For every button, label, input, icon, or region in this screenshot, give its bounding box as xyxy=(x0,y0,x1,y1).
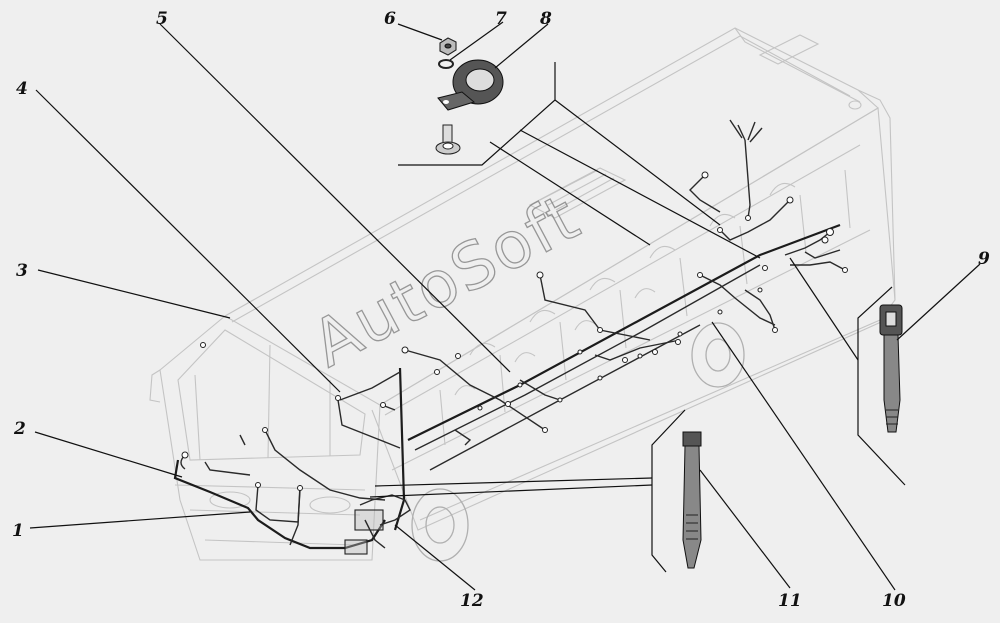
washer-part xyxy=(438,59,454,69)
bolt-part xyxy=(435,124,461,155)
bus-body-outline xyxy=(149,27,896,562)
inset-cable-tie-9 xyxy=(857,286,906,486)
clamp-part xyxy=(437,59,504,111)
harness-front-lower xyxy=(173,454,386,550)
callout-labels: 1 2 3 4 5 6 7 8 9 10 11 12 xyxy=(12,9,990,611)
junction-block-front xyxy=(344,494,411,555)
cable-tie-part xyxy=(879,304,903,433)
callout-8: 8 xyxy=(539,9,552,29)
callout-4: 4 xyxy=(16,79,28,99)
callout-3: 3 xyxy=(16,261,28,281)
connectors xyxy=(181,171,848,491)
callout-11: 11 xyxy=(778,591,802,611)
callout-9: 9 xyxy=(978,249,990,269)
watermark-text: AutoSoft xyxy=(301,180,593,382)
callout-12: 12 xyxy=(460,591,484,611)
callout-1: 1 xyxy=(12,521,24,541)
callout-5: 5 xyxy=(156,9,168,29)
callout-7: 7 xyxy=(495,9,507,29)
callout-10: 10 xyxy=(882,591,906,611)
cable-tie-part xyxy=(682,431,702,569)
inset-cable-tie-11 xyxy=(651,409,702,573)
callout-6: 6 xyxy=(384,9,396,29)
inset-clamp-assembly xyxy=(398,37,556,166)
callout-2: 2 xyxy=(13,419,26,439)
harness-front-riser xyxy=(337,367,406,531)
harness-dashboard xyxy=(239,429,386,546)
leader-lines xyxy=(29,21,981,591)
